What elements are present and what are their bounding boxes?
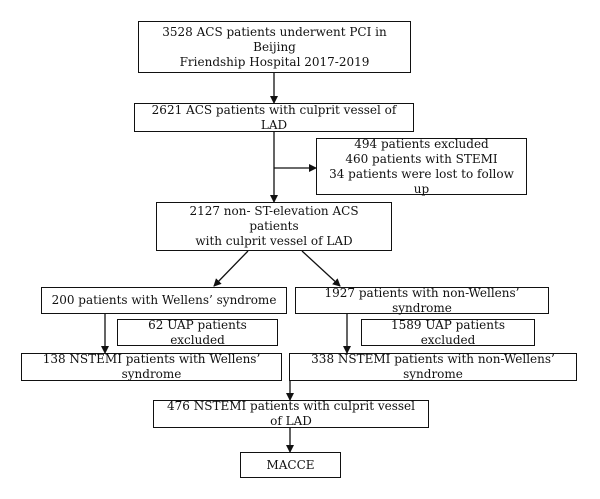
nstemi-non-wellens-text: 338 NSTEMI patients with non-Wellens’ sy…	[311, 352, 555, 381]
excluded-line-3: 34 patients were lost to follow up	[329, 166, 514, 196]
nstemi-total-box: 476 NSTEMI patients with culprit vessel …	[153, 399, 429, 428]
uap-wellens-box: 62 UAP patients excluded	[117, 317, 278, 347]
nstemi-wellens-box: 138 NSTEMI patients with Wellens’ syndro…	[21, 352, 282, 381]
start-box: 3528 ACS patients underwent PCI in Beiji…	[138, 21, 411, 73]
uap-non-wellens-box: 1589 UAP patients excluded	[361, 317, 535, 347]
lad-text: 2621 ACS patients with culprit vessel of…	[151, 102, 397, 132]
macce-box: MACCE	[240, 452, 341, 478]
nstemi-total-text: 476 NSTEMI patients with culprit vessel …	[167, 399, 415, 428]
non-wellens-box: 1927 patients with non-Wellens’ syndrome	[295, 285, 549, 315]
nste-line-1: 2127 non- ST-elevation ACS patients	[189, 204, 359, 233]
nstemi-wellens-text: 138 NSTEMI patients with Wellens’ syndro…	[42, 352, 261, 381]
excluded-line-1: 494 patients excluded	[354, 136, 489, 151]
uap-non-wellens-text: 1589 UAP patients excluded	[391, 317, 505, 347]
excluded-line-2: 460 patients with STEMI	[345, 151, 498, 166]
uap-wellens-text: 62 UAP patients excluded	[148, 317, 247, 347]
arrow-nste-to-wellens	[213, 250, 249, 287]
wellens-text: 200 patients with Wellens’ syndrome	[51, 293, 277, 307]
nste-box: 2127 non- ST-elevation ACS patients with…	[156, 202, 392, 251]
start-line-2: Friendship Hospital 2017-2019	[179, 54, 370, 69]
excluded-box: 494 patients excluded 460 patients with …	[316, 136, 527, 196]
non-wellens-text: 1927 patients with non-Wellens’ syndrome	[324, 285, 520, 315]
wellens-box: 200 patients with Wellens’ syndrome	[41, 287, 287, 314]
start-line-1: 3528 ACS patients underwent PCI in Beiji…	[162, 24, 387, 54]
macce-text: MACCE	[266, 457, 315, 472]
arrow-nste-to-non-wellens	[301, 250, 341, 287]
nste-line-2: with culprit vessel of LAD	[195, 234, 353, 248]
lad-box: 2621 ACS patients with culprit vessel of…	[134, 103, 414, 132]
nstemi-non-wellens-box: 338 NSTEMI patients with non-Wellens’ sy…	[289, 352, 577, 381]
